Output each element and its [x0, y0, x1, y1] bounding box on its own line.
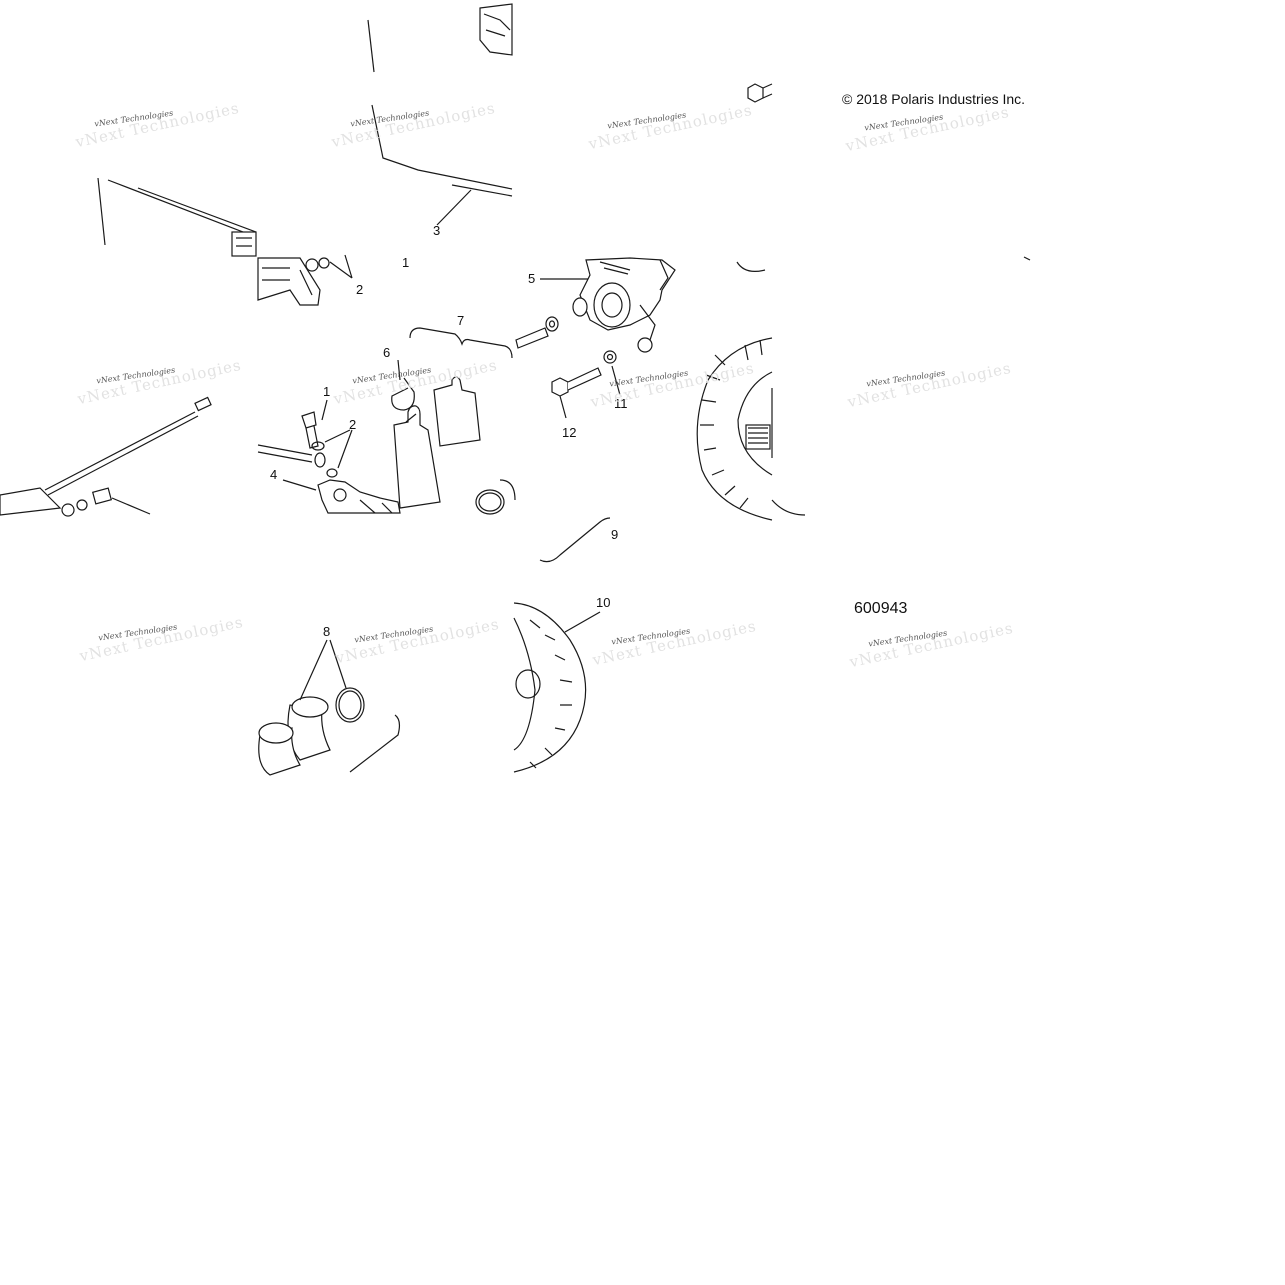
callout-2-top: 2: [356, 282, 364, 297]
retaining-clip: [736, 256, 1031, 272]
brake-pads: [393, 327, 513, 509]
callout-11: 11: [614, 396, 628, 411]
callout-7: 7: [457, 313, 465, 328]
master-cylinder-fragment: [97, 3, 513, 257]
caliper-bolt: [551, 350, 621, 419]
callout-6: 6: [383, 345, 391, 360]
callout-3: 3: [433, 223, 441, 238]
sealing-washers: [257, 429, 353, 478]
bracket-9: [539, 517, 611, 563]
callout-1: 1: [323, 384, 331, 399]
caliper-bracket: [540, 257, 676, 353]
copyright-notice: © 2018 Polaris Industries Inc.: [842, 91, 1026, 107]
guide-pin: [515, 316, 559, 349]
flange-bolt: [747, 83, 773, 103]
caliper-body: [282, 479, 401, 514]
drawing-number: 600943: [854, 600, 908, 617]
brake-disc-lower: [513, 602, 601, 773]
brake-hose: [0, 396, 212, 517]
callout-10: 10: [596, 595, 611, 610]
seal-ring: [475, 479, 516, 515]
pistons: [258, 639, 401, 776]
caliper-left-fragment: [257, 254, 353, 306]
callout-8: 8: [323, 624, 331, 639]
callout-12: 12: [562, 425, 577, 440]
banjo-bolt: [301, 399, 328, 449]
callout-2: 2: [349, 417, 357, 432]
callout-4: 4: [270, 467, 278, 482]
callout-1-top: 1: [402, 255, 410, 270]
callout-5: 5: [528, 271, 536, 286]
pad-spring: [391, 359, 415, 411]
callout-9: 9: [611, 527, 619, 542]
brake-disc-upper: [696, 337, 806, 521]
